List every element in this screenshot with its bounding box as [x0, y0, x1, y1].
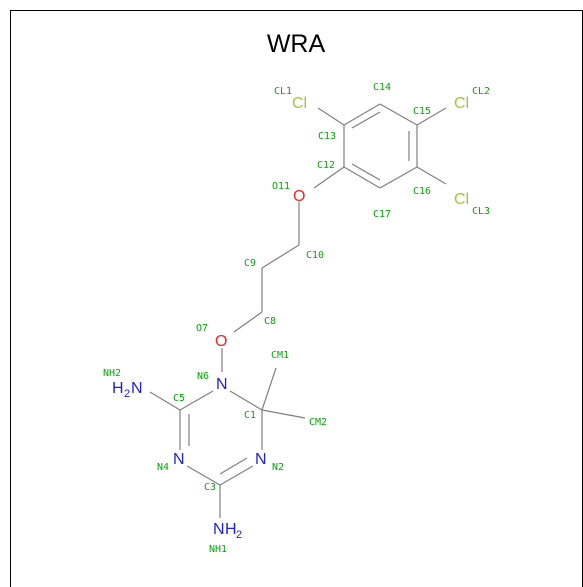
label-c3: C3 — [204, 482, 216, 493]
label-c5: C5 — [173, 393, 185, 404]
label-n4: N4 — [157, 462, 169, 473]
diagram-title: WRA — [267, 30, 326, 58]
label-c8: C8 — [264, 316, 276, 327]
atom-o11: O — [293, 188, 305, 205]
label-cl3: CL3 — [472, 206, 490, 217]
label-cl1: CL1 — [274, 86, 292, 97]
amine-group-bottom: N H 2 — [213, 521, 242, 541]
label-c14: C14 — [373, 82, 391, 93]
atom-n4: N — [173, 451, 185, 468]
atom-cl1: Cl — [292, 95, 307, 112]
label-o7: O7 — [196, 323, 208, 334]
label-o11: O11 — [272, 181, 290, 192]
label-c17: C17 — [373, 209, 391, 220]
label-c12: C12 — [317, 160, 335, 171]
label-c16: C16 — [413, 186, 431, 197]
amine-top-n: N — [131, 380, 143, 397]
atom-cl3: Cl — [454, 191, 469, 208]
label-nh1: NH1 — [209, 544, 227, 555]
label-cm2: CM2 — [309, 417, 327, 428]
label-cm1: CM1 — [271, 350, 289, 361]
label-c13: C13 — [318, 131, 336, 142]
amine-bottom-h: H — [225, 521, 237, 538]
label-c9: C9 — [244, 258, 256, 269]
label-n2: N2 — [272, 462, 284, 473]
label-c15: C15 — [413, 106, 431, 117]
atom-o7: O — [215, 333, 227, 350]
label-cl2: CL2 — [472, 86, 490, 97]
amine-bottom-subscript: 2 — [236, 529, 242, 541]
amine-group-top: H 2 N — [112, 380, 143, 400]
amine-bottom-n: N — [213, 521, 225, 538]
chain-bonds — [149, 107, 447, 518]
benzene-ring — [343, 103, 418, 189]
amine-top-subscript: 2 — [124, 388, 130, 400]
amine-top-h: H — [112, 380, 124, 397]
label-c1: C1 — [244, 410, 256, 421]
atom-labels: CL1 CL2 CL3 C13 C14 C15 C12 C16 C17 O11 … — [103, 82, 490, 555]
atom-cl2: Cl — [454, 95, 469, 112]
label-nh2: NH2 — [103, 368, 121, 379]
atom-n6: N — [216, 376, 228, 393]
label-c10: C10 — [306, 250, 324, 261]
atom-n2: N — [255, 451, 267, 468]
diagram-frame — [10, 10, 583, 587]
label-n6: N6 — [197, 371, 209, 382]
